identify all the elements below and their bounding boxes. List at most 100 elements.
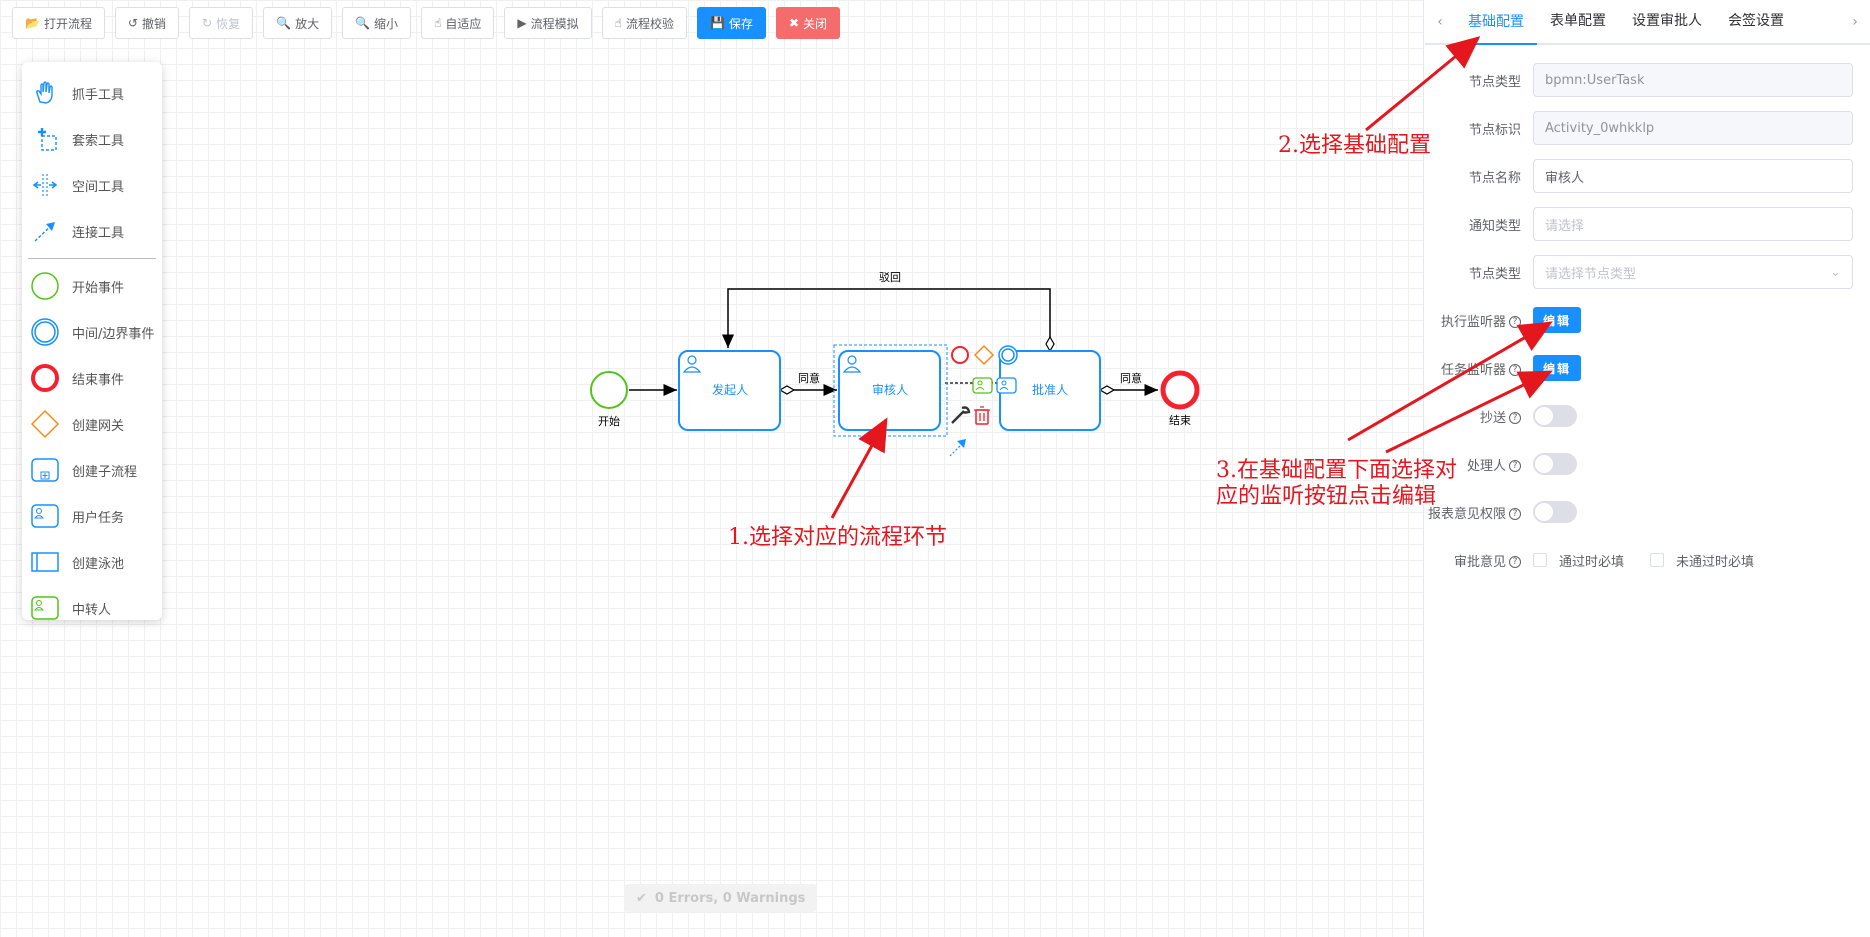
help-icon[interactable]: ? xyxy=(1509,316,1521,328)
save-button[interactable]: 💾保存 xyxy=(696,7,766,39)
tab-form-config[interactable]: 表单配置 xyxy=(1550,13,1606,29)
task-approver[interactable]: 批准人 xyxy=(999,350,1101,431)
open-process-button[interactable]: 📂打开流程 xyxy=(12,7,105,39)
append-user-task-icon[interactable] xyxy=(996,377,1017,394)
palette-gateway[interactable]: 创建网关 xyxy=(22,401,162,447)
save-icon: 💾 xyxy=(709,16,725,30)
append-transfer-icon[interactable] xyxy=(972,377,993,394)
zoom-out-button[interactable]: 🔍缩小 xyxy=(342,7,412,39)
tool-palette: 抓手工具 套索工具 空间工具 连接工具 开始事件 中间/边界事件 结束事件 xyxy=(22,62,162,620)
row-task-listener: 任务监听器? 编辑 xyxy=(1425,351,1581,385)
start-event[interactable] xyxy=(590,371,628,409)
append-end-event-icon[interactable] xyxy=(951,346,969,364)
palette-start-event[interactable]: 开始事件 xyxy=(22,263,162,309)
close-button[interactable]: ✖关闭 xyxy=(775,7,841,39)
properties-panel: ‹ 基础配置 表单配置 设置审批人 会签设置 › 节点类型 bpmn:UserT… xyxy=(1425,0,1870,937)
process-diagram: 开始 结束 发起人 审核人 批准人 xyxy=(590,271,1200,457)
pass-required-checkbox[interactable]: 通过时必填 xyxy=(1533,551,1624,570)
node-kind-select[interactable]: 请选择节点类型 ⌄ xyxy=(1533,255,1853,289)
flow-reject-label: 驳回 xyxy=(879,271,901,284)
help-icon[interactable]: ? xyxy=(1509,508,1521,520)
check-icon: ✔ xyxy=(636,890,647,906)
flow-reject[interactable] xyxy=(722,288,1051,351)
undo-icon: ↺ xyxy=(127,16,139,30)
task-reviewer[interactable]: 审核人 xyxy=(838,350,941,431)
row-opinion-permission: 报表意见权限? xyxy=(1425,495,1577,529)
hand-icon: ☝ xyxy=(614,16,622,30)
palette-pool[interactable]: 创建泳池 xyxy=(22,539,162,585)
redo-icon: ↻ xyxy=(202,16,213,30)
task-listener-edit-button[interactable]: 编辑 xyxy=(1533,355,1581,381)
node-type-input[interactable]: bpmn:UserTask xyxy=(1533,63,1853,97)
end-event[interactable] xyxy=(1160,370,1200,410)
help-icon[interactable]: ? xyxy=(1509,412,1521,424)
fit-view-button[interactable]: ☝自适应 xyxy=(421,7,495,39)
hand-tool-icon xyxy=(30,78,60,108)
connect-tool-icon xyxy=(30,216,60,246)
node-name-input[interactable]: 审核人 xyxy=(1533,159,1853,193)
append-gateway-icon[interactable] xyxy=(973,344,995,366)
row-exec-listener: 执行监听器? 编辑 xyxy=(1425,303,1581,337)
fail-required-checkbox[interactable]: 未通过时必填 xyxy=(1650,551,1754,570)
annotation-step-3-line2: 应的监听按钮点击编辑 xyxy=(1216,484,1437,509)
cc-toggle[interactable] xyxy=(1533,405,1577,427)
pool-icon xyxy=(30,547,60,577)
connect-icon[interactable] xyxy=(949,439,966,457)
user-task-icon xyxy=(30,501,60,531)
help-icon[interactable]: ? xyxy=(1509,460,1521,472)
annotation-step-3-line1: 3.在基础配置下面选择对 xyxy=(1216,458,1457,483)
palette-space-tool[interactable]: 空间工具 xyxy=(22,162,162,208)
palette-transfer-person[interactable]: 中转人 xyxy=(22,585,162,631)
close-icon: ✖ xyxy=(788,16,799,30)
end-event-icon xyxy=(30,363,60,393)
tabs-next-icon[interactable]: › xyxy=(1852,13,1858,30)
palette-intermediate-event[interactable]: 中间/边界事件 xyxy=(22,309,162,355)
task-initiator[interactable]: 发起人 xyxy=(678,350,781,431)
row-approval-opinion: 审批意见? 通过时必填 未通过时必填 xyxy=(1425,543,1780,577)
zoom-out-icon: 🔍 xyxy=(355,16,371,30)
palette-end-event[interactable]: 结束事件 xyxy=(22,355,162,401)
space-tool-icon xyxy=(30,170,60,200)
tab-basic-config[interactable]: 基础配置 xyxy=(1455,0,1537,45)
task-initiator-label: 发起人 xyxy=(712,382,748,397)
row-notify-type: 通知类型 请选择 xyxy=(1425,207,1853,241)
help-icon[interactable]: ? xyxy=(1509,556,1521,568)
hand-icon: ☝ xyxy=(434,16,442,30)
wrench-icon[interactable] xyxy=(951,406,971,424)
tab-set-approver[interactable]: 设置审批人 xyxy=(1632,13,1702,29)
simulate-button[interactable]: ▶流程模拟 xyxy=(504,7,592,39)
node-id-input[interactable]: Activity_0whkklp xyxy=(1533,111,1853,145)
opinion-permission-toggle[interactable] xyxy=(1533,501,1577,523)
palette-lasso-tool[interactable]: 套索工具 xyxy=(22,116,162,162)
zoom-in-icon: 🔍 xyxy=(276,16,292,30)
start-event-label: 开始 xyxy=(598,414,620,428)
end-event-label: 结束 xyxy=(1169,414,1191,427)
play-icon: ▶ xyxy=(517,16,527,30)
gateway-icon xyxy=(30,409,60,439)
redo-button[interactable]: ↻恢复 xyxy=(189,7,254,39)
delete-icon[interactable] xyxy=(974,406,990,425)
transfer-person-icon xyxy=(30,593,60,623)
palette-hand-tool[interactable]: 抓手工具 xyxy=(22,70,162,116)
bpmn-canvas[interactable]: 📂打开流程 ↺撤销 ↻恢复 🔍放大 🔍缩小 ☝自适应 ▶流程模拟 ☝流程校验 💾… xyxy=(0,0,1424,937)
tab-countersign[interactable]: 会签设置 xyxy=(1728,13,1784,29)
tabs-prev-icon[interactable]: ‹ xyxy=(1437,13,1443,30)
flow-agree-1-label: 同意 xyxy=(798,371,820,385)
context-pad xyxy=(949,344,1018,457)
help-icon[interactable]: ? xyxy=(1509,364,1521,376)
row-node-id: 节点标识 Activity_0whkklp xyxy=(1425,111,1853,145)
row-cc: 抄送? xyxy=(1425,399,1577,433)
zoom-in-button[interactable]: 🔍放大 xyxy=(263,7,333,39)
notify-type-select[interactable]: 请选择 xyxy=(1533,207,1853,241)
palette-subprocess[interactable]: 创建子流程 xyxy=(22,447,162,493)
palette-divider xyxy=(28,258,156,259)
palette-connect-tool[interactable]: 连接工具 xyxy=(22,208,162,254)
exec-listener-edit-button[interactable]: 编辑 xyxy=(1533,307,1581,333)
palette-user-task[interactable]: 用户任务 xyxy=(22,493,162,539)
validate-button[interactable]: ☝流程校验 xyxy=(601,7,687,39)
append-intermediate-event-icon[interactable] xyxy=(998,345,1018,365)
annotation-step-2: 2.选择基础配置 xyxy=(1278,133,1431,158)
undo-button[interactable]: ↺撤销 xyxy=(114,7,180,39)
handler-toggle[interactable] xyxy=(1533,453,1577,475)
row-node-kind: 节点类型 请选择节点类型 ⌄ xyxy=(1425,255,1853,289)
